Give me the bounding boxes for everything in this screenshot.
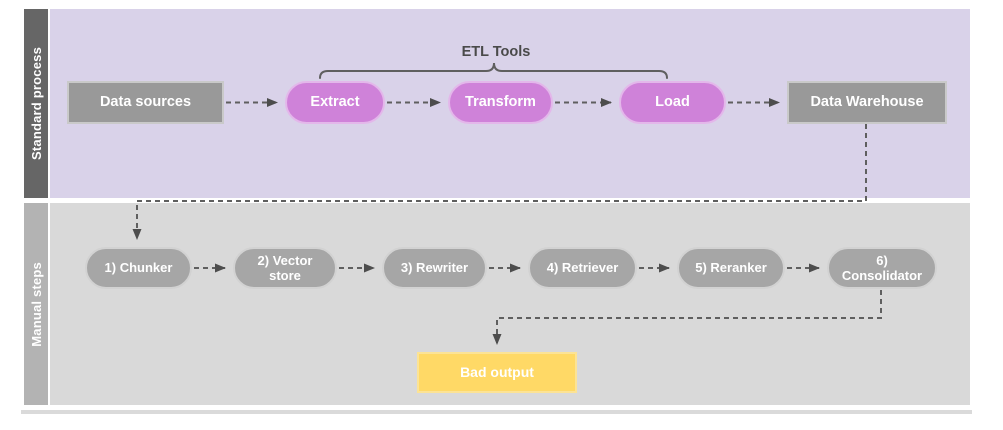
lane-header-standard-process-label: Standard process	[28, 46, 44, 160]
node-data-warehouse: Data Warehouse	[787, 81, 947, 124]
node-chunker: 1) Chunker	[85, 247, 192, 289]
canvas-bottom-edge	[21, 410, 972, 414]
node-vector-store: 2) Vector store	[233, 247, 337, 289]
node-transform: Transform	[448, 81, 553, 124]
node-retriever: 4) Retriever	[528, 247, 637, 289]
node-load: Load	[619, 81, 726, 124]
lane-header-manual-steps-label: Manual steps	[28, 261, 44, 347]
node-bad-output: Bad output	[417, 352, 577, 393]
node-extract: Extract	[285, 81, 385, 124]
node-rewriter: 3) Rewriter	[382, 247, 487, 289]
node-reranker: 5) Reranker	[677, 247, 785, 289]
node-consolidator: 6) Consolidator	[827, 247, 937, 289]
etl-tools-label: ETL Tools	[461, 44, 531, 60]
lane-header-standard-process: Standard process	[24, 9, 48, 198]
node-data-sources: Data sources	[67, 81, 224, 124]
lane-header-manual-steps: Manual steps	[24, 203, 48, 405]
